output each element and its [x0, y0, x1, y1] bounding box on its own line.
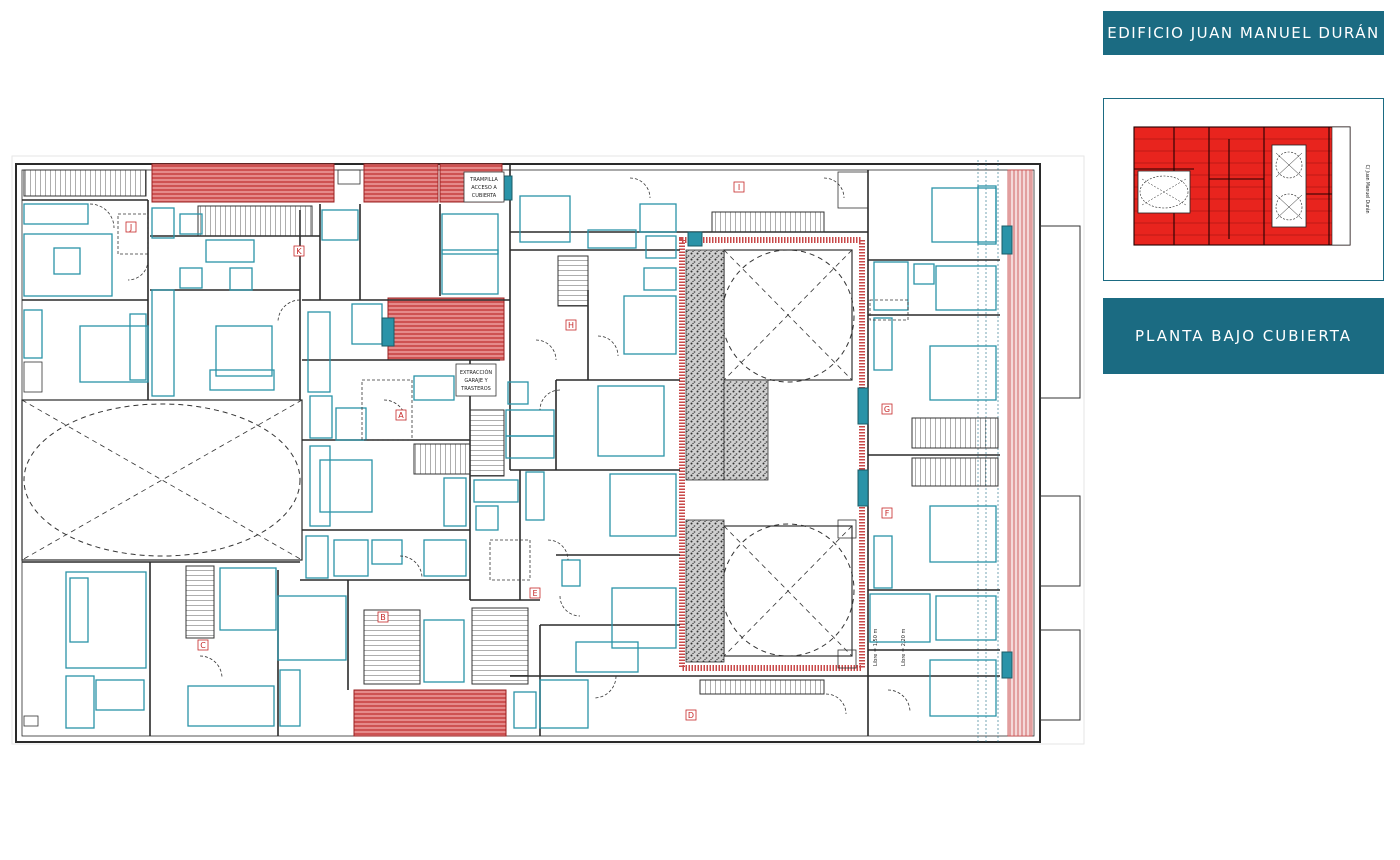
clearance-note-a: Libre = 1,50 m	[873, 629, 879, 666]
svg-text:CUBIERTA: CUBIERTA	[472, 193, 497, 199]
keymap-courtyard-right	[1271, 144, 1307, 228]
street-balconies	[1039, 225, 1081, 721]
unit-label-f: F	[885, 509, 890, 518]
clearance-note-b: Libre = 2,20 m	[901, 629, 907, 666]
unit-label-d: D	[688, 711, 694, 720]
svg-text:EXTRACCIÓN: EXTRACCIÓN	[460, 369, 493, 376]
svg-text:ACCESO A: ACCESO A	[471, 185, 497, 191]
svg-text:TRASTEROS: TRASTEROS	[460, 386, 491, 392]
unit-label-e: E	[532, 589, 537, 598]
unit-label-g: G	[884, 405, 890, 414]
svg-text:GARAJE Y: GARAJE Y	[464, 378, 488, 384]
trapdoor-note: TRAMPILLA ACCESO A CUBIERTA	[463, 171, 505, 203]
facade-roof-strip	[1007, 169, 1033, 737]
keymap-thumbnail: C/ Juan Manuel Durán	[1103, 98, 1384, 281]
unit-label-a: A	[398, 411, 404, 420]
keymap-street-label: C/ Juan Manuel Durán	[1364, 165, 1371, 214]
courtyard-left	[21, 399, 303, 561]
floor-title: PLANTA BAJO CUBIERTA	[1103, 298, 1384, 374]
floor-plan: TRAMPILLA ACCESO A CUBIERTA EXTRACCIÓN G…	[11, 155, 1085, 745]
unit-label-c: C	[200, 641, 206, 650]
unit-label-j: J	[129, 223, 132, 232]
unit-label-k: K	[296, 247, 302, 256]
staircases	[23, 169, 999, 695]
svg-text:TRAMPILLA: TRAMPILLA	[469, 177, 498, 183]
unit-label-h: H	[568, 321, 574, 330]
misc-symbols	[23, 169, 869, 727]
keymap-svg: C/ Juan Manuel Durán	[1133, 126, 1371, 246]
furniture-fixtures	[23, 185, 997, 729]
courtyard-center	[679, 237, 865, 671]
unit-labels: A B C D E F G H I J K	[125, 181, 893, 721]
unit-label-i: I	[738, 183, 740, 192]
unit-label-b: B	[380, 613, 386, 622]
skylights	[381, 175, 1013, 679]
extraction-note: EXTRACCIÓN GARAJE Y TRASTEROS	[455, 363, 497, 397]
building-title: EDIFICIO JUAN MANUEL DURÁN	[1103, 11, 1384, 55]
